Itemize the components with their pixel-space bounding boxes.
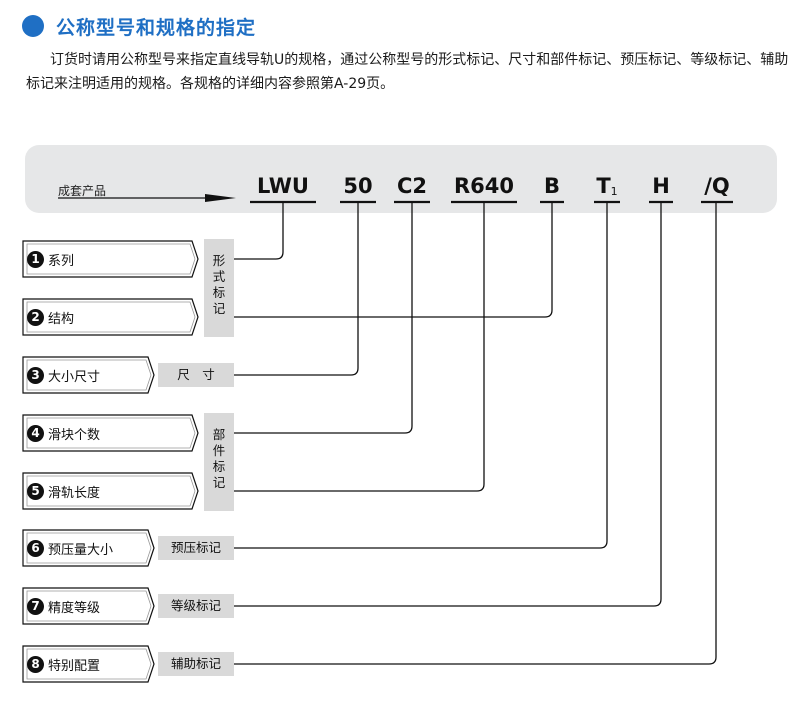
code-block-count: C2 bbox=[396, 174, 428, 198]
row-label: 精度等级 bbox=[48, 601, 101, 616]
row-number-badge: 1 bbox=[27, 251, 44, 268]
product-label: 成套产品 bbox=[58, 184, 107, 198]
row-number-badge: 2 bbox=[27, 309, 44, 326]
tag-grade-mark: 等级标记 bbox=[158, 594, 234, 618]
code-structure: B bbox=[543, 174, 560, 198]
row-size: 3 大小尺寸 bbox=[22, 356, 156, 394]
tag-preload-mark: 预压标记 bbox=[158, 536, 234, 560]
tag-aux-mark: 辅助标记 bbox=[158, 652, 234, 676]
row-structure: 2 结构 bbox=[22, 298, 200, 336]
code-preload: T1 bbox=[596, 174, 618, 198]
row-block-count: 4 滑块个数 bbox=[22, 414, 200, 452]
row-label: 预压量大小 bbox=[48, 543, 114, 558]
row-rail-length: 5 滑轨长度 bbox=[22, 472, 200, 510]
row-preload: 6 预压量大小 bbox=[22, 529, 156, 567]
row-label: 结构 bbox=[48, 312, 75, 327]
row-special: 8 特别配置 bbox=[22, 645, 156, 683]
row-series: 1 系列 bbox=[22, 240, 200, 278]
row-label: 滑块个数 bbox=[48, 428, 101, 443]
row-grade: 7 精度等级 bbox=[22, 587, 156, 625]
code-special: /Q bbox=[704, 174, 730, 198]
row-number-badge: 6 bbox=[27, 540, 44, 557]
row-number-badge: 3 bbox=[27, 367, 44, 384]
tag-size: 尺 寸 bbox=[158, 363, 234, 387]
row-number-badge: 8 bbox=[27, 656, 44, 673]
row-label: 滑轨长度 bbox=[48, 486, 101, 501]
intro-paragraph: 订货时请用公称型号来指定直线导轨U的规格，通过公称型号的形式标记、尺寸和部件标记… bbox=[26, 52, 789, 92]
section-title: 公称型号和规格的指定 bbox=[56, 17, 257, 39]
row-number-badge: 4 bbox=[27, 425, 44, 442]
section-bullet-icon bbox=[22, 15, 44, 37]
tag-parts-mark: 部件标记 bbox=[204, 413, 234, 511]
row-label: 系列 bbox=[48, 254, 75, 269]
row-label: 大小尺寸 bbox=[48, 370, 101, 385]
row-label: 特别配置 bbox=[48, 659, 101, 674]
row-number-badge: 5 bbox=[27, 483, 44, 500]
tag-form-mark: 形式标记 bbox=[204, 239, 234, 337]
code-size: 50 bbox=[343, 174, 373, 198]
code-grade: H bbox=[652, 174, 670, 198]
code-rail-length: R640 bbox=[453, 174, 514, 198]
row-number-badge: 7 bbox=[27, 598, 44, 615]
code-series: LWU bbox=[257, 174, 309, 198]
